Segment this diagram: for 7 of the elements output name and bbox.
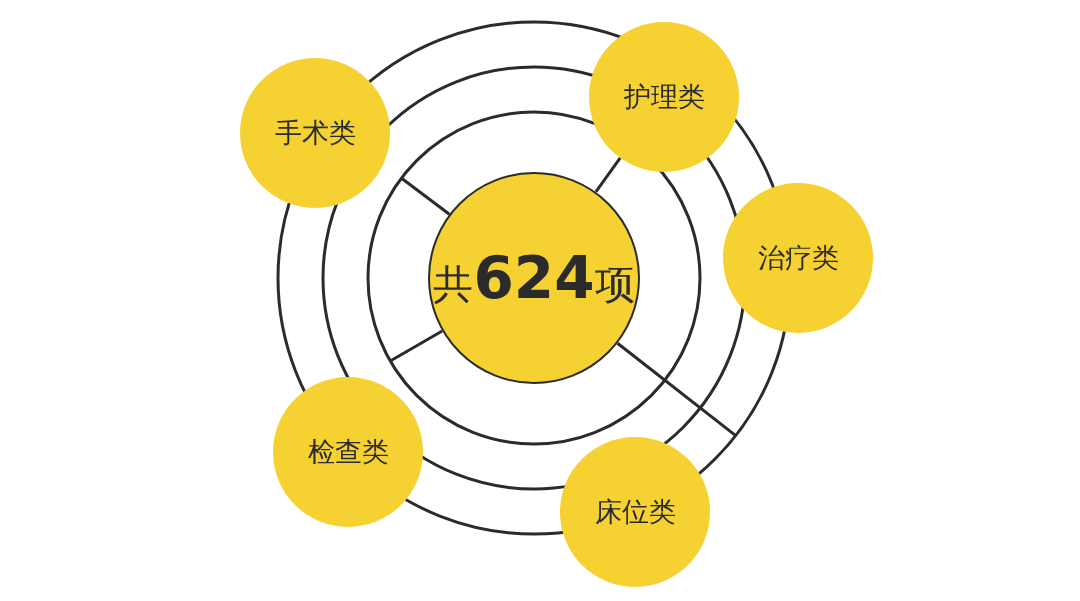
category-label: 治疗类 xyxy=(757,241,839,275)
connector-line xyxy=(594,157,622,193)
category-label: 床位类 xyxy=(594,495,676,529)
total-count-text: 共624项 xyxy=(433,244,635,312)
category-label: 护理类 xyxy=(623,80,705,114)
category-label: 检查类 xyxy=(307,435,389,469)
category-label: 手术类 xyxy=(274,116,356,150)
